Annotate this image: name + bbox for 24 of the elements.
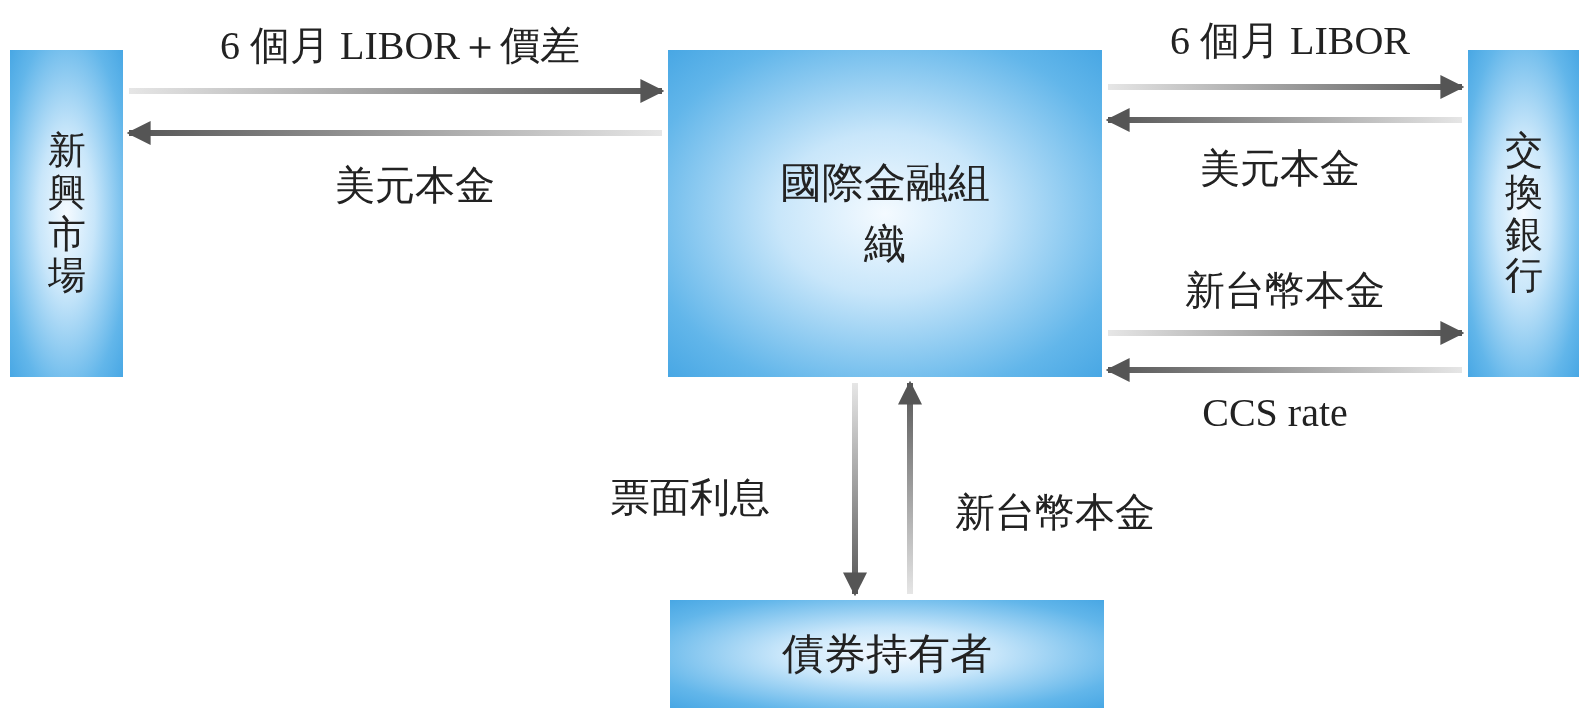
arrow: [1108, 75, 1465, 99]
edge-label: 6 個月 LIBOR＋價差: [220, 21, 580, 70]
edge-label: 美元本金: [1200, 144, 1360, 193]
entity-box: [1468, 50, 1579, 377]
entity-box: [10, 50, 123, 377]
arrow: [1105, 358, 1462, 382]
edge-label: 新台幣本金: [955, 488, 1155, 537]
arrow: [126, 121, 662, 145]
edge-label: 新台幣本金: [1185, 266, 1385, 315]
entity-box: [670, 600, 1104, 708]
entity-name: 新興市場: [47, 129, 86, 298]
arrow: [898, 380, 922, 594]
edge-label: 票面利息: [610, 473, 770, 522]
entity-name: 交換銀行: [1504, 129, 1543, 298]
edge-label: 美元本金: [335, 161, 495, 210]
entity-name: 國際金融組織: [779, 156, 991, 270]
edge-label: CCS rate: [1202, 388, 1348, 436]
arrow: [1105, 108, 1462, 132]
edge-label: 6 個月 LIBOR: [1170, 16, 1410, 65]
arrow: [129, 79, 665, 103]
entity-box: [668, 50, 1102, 377]
arrow: [1108, 321, 1465, 345]
entity-name: 債券持有者: [782, 627, 992, 680]
arrow: [843, 383, 867, 597]
